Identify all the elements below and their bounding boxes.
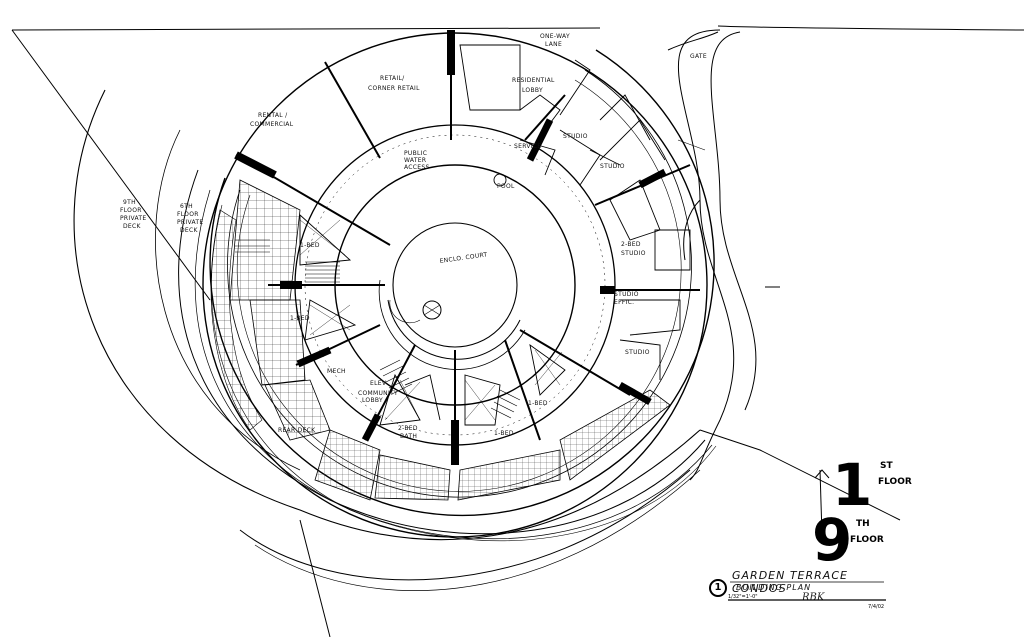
one-way-label-line1: ONE-WAY	[540, 33, 570, 40]
studio-3-label: STUDIO	[625, 349, 650, 356]
rental-label-line2: COMMERCIAL	[250, 121, 294, 128]
radial-walls	[234, 30, 700, 465]
one-bed-c-label: 1-BED	[494, 430, 514, 437]
two-bed-b-sub-label: BATH	[400, 433, 417, 440]
community-label-line1: COMMUNITY	[358, 390, 398, 397]
one-way-label-line2: LANE	[545, 41, 562, 48]
floor-to-suffix: TH	[856, 519, 870, 529]
floor-designation: 1 ST FLOOR 9 TH FLOOR	[812, 451, 912, 574]
one-way-lane	[667, 29, 901, 521]
central-court	[389, 173, 507, 324]
one-bed-a-label: 1-BED	[300, 242, 320, 249]
deck-label-line4: DECK	[180, 227, 199, 234]
two-bed-sub-label: STUDIO	[621, 250, 646, 257]
interior-partitions	[299, 44, 691, 426]
scale-note: 1/32"=1'-0"	[728, 594, 758, 600]
studio-1-label: STUDIO	[563, 133, 588, 140]
two-bed-b-label: 2-BED	[398, 425, 418, 432]
studio-eff-label-line2: EFFIC.	[614, 299, 634, 306]
deck-label-line1: 6TH	[180, 203, 193, 210]
one-bed-d-label: 1-BED	[528, 400, 548, 407]
gate-label: GATE	[690, 53, 707, 60]
title-block: GARDEN TERRACE CONDOS BUILDING PLAN 1 1/…	[706, 566, 886, 626]
two-bed-label: 2-BED	[621, 241, 641, 248]
deck-label-line3: PRIVATE	[177, 219, 203, 226]
deck2-label-line3: PRIVATE	[120, 215, 146, 222]
elev-label: ELEV	[370, 380, 387, 387]
rear-deck-label: REAR DECK	[278, 427, 316, 434]
deck2-label-line2: FLOOR	[120, 207, 142, 214]
room-labels: RETAIL/ CORNER RETAIL RENTAL / COMMERCIA…	[120, 33, 707, 440]
deck2-label-line4: DECK	[123, 223, 142, 230]
lobby-label-line2: LOBBY	[522, 87, 543, 94]
signature: RBK	[802, 592, 825, 603]
court-label: ENCLO. COURT	[439, 251, 488, 265]
public-access-label-line1: PUBLIC	[404, 150, 427, 157]
one-bed-b-label: 1-BED	[290, 315, 310, 322]
deck-label-line2: FLOOR	[177, 211, 199, 218]
rental-label-line1: RENTAL /	[258, 112, 288, 119]
public-access-label-line3: ACCESS	[404, 164, 430, 171]
studio-eff-label-line1: STUDIO	[614, 291, 639, 298]
retail-label-line1: RETAIL/	[380, 75, 405, 82]
mech-label: MECH	[327, 368, 346, 375]
floor-to-number: 9	[812, 506, 852, 574]
pool-label: POOL	[497, 183, 515, 190]
unit-hatch-wedges	[299, 219, 563, 421]
floor-from-suffix: ST	[880, 461, 893, 471]
outer-landscape-curves	[73, 89, 717, 591]
public-access-label-line2: WATER	[404, 157, 426, 164]
stair-runs	[235, 239, 521, 419]
drawing-subtitle: BUILDING PLAN	[736, 583, 812, 592]
community-label-line2: LOBBY	[362, 397, 383, 404]
sheet-number-badge: 1	[709, 579, 727, 597]
deck2-label-line1: 9TH	[123, 199, 136, 206]
lobby-label-line1: RESIDENTIAL	[512, 77, 555, 84]
floor-from-word: FLOOR	[878, 477, 912, 487]
site-boundary	[11, 25, 1024, 637]
title-underlines	[728, 581, 886, 601]
studio-2-label: STUDIO	[600, 163, 625, 170]
service-label: SERVICE	[514, 143, 541, 150]
retail-label-line2: CORNER RETAIL	[368, 85, 420, 92]
floor-to-word: FLOOR	[850, 535, 884, 545]
floor-from-number: 1	[832, 451, 872, 519]
project-title: GARDEN TERRACE CONDOS	[732, 569, 848, 595]
drawing-date: 7/4/02	[868, 604, 885, 610]
terrace-grid-zones	[210, 179, 671, 501]
